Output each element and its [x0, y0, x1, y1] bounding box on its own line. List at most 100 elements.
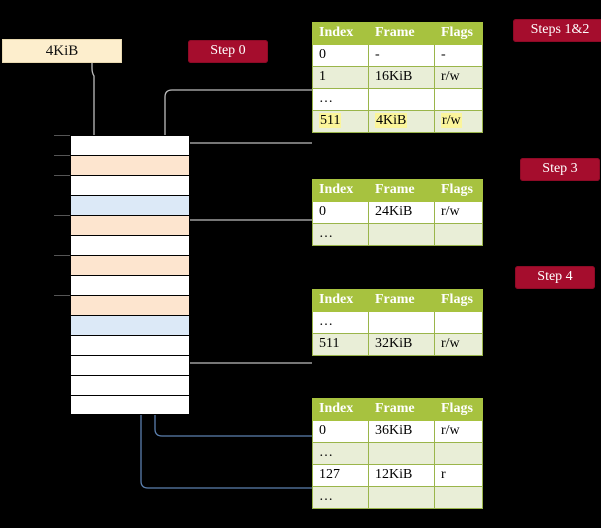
cell-flags	[434, 486, 483, 509]
memory-row-tick	[54, 175, 70, 176]
cell-frame	[368, 88, 435, 111]
cell-frame: 4KiB	[368, 110, 435, 133]
badge-step-0: Step 0	[188, 40, 268, 63]
cell-frame: 12KiB	[368, 464, 435, 487]
cell-index: …	[312, 88, 369, 111]
memory-frame-row	[70, 295, 190, 315]
cell-index: 0	[312, 201, 369, 224]
column-header-index: Index	[312, 398, 369, 421]
memory-frame-row	[70, 195, 190, 215]
memory-row-tick	[54, 215, 70, 216]
physical-memory-column	[54, 135, 190, 415]
cell-flags: r/w	[434, 333, 483, 356]
table-row[interactable]: 0--	[312, 44, 483, 67]
column-header-frame: Frame	[368, 22, 435, 45]
cell-frame	[368, 442, 435, 465]
cell-index: 0	[312, 420, 369, 443]
column-header-flags: Flags	[434, 22, 483, 45]
memory-frame-row	[70, 135, 190, 155]
table-row[interactable]: …	[312, 311, 483, 334]
cell-flags	[434, 88, 483, 111]
source-frame-label: 4KiB	[45, 42, 79, 59]
column-header-flags: Flags	[434, 289, 483, 312]
cell-index: …	[312, 442, 369, 465]
memory-frame-row	[70, 235, 190, 255]
wire-step4	[168, 310, 312, 364]
cell-frame: 24KiB	[368, 201, 435, 224]
table-row[interactable]: 511 4KiB r/w	[312, 110, 483, 133]
column-header-index: Index	[312, 22, 369, 45]
cell-frame	[368, 223, 435, 246]
column-header-flags: Flags	[434, 179, 483, 202]
wire-step3	[174, 219, 312, 276]
cell-flags: -	[434, 44, 483, 67]
cell-flags	[434, 223, 483, 246]
column-header-index: Index	[312, 289, 369, 312]
cell-frame: -	[368, 44, 435, 67]
memory-frame-row	[70, 275, 190, 295]
memory-row-tick	[54, 155, 70, 156]
table-row[interactable]: …	[312, 486, 483, 509]
memory-frame-row	[70, 255, 190, 275]
badge-step-3: Step 3	[520, 158, 600, 181]
memory-frame-row	[70, 215, 190, 235]
table-row[interactable]: …	[312, 223, 483, 246]
cell-flags: r/w	[434, 66, 483, 89]
memory-row-tick	[54, 295, 70, 296]
cell-flags: r/w	[434, 201, 483, 224]
cell-flags: r/w	[434, 420, 483, 443]
cell-flags: r	[434, 464, 483, 487]
cell-frame	[368, 486, 435, 509]
cell-index: …	[312, 486, 369, 509]
column-header-index: Index	[312, 179, 369, 202]
column-header-frame: Frame	[368, 179, 435, 202]
table-row[interactable]: …	[312, 442, 483, 465]
memory-frame-row	[70, 175, 190, 195]
cell-frame: 16KiB	[368, 66, 435, 89]
memory-frame-row	[70, 315, 190, 335]
cell-frame	[368, 311, 435, 334]
badge-steps-1-2: Steps 1&2	[513, 19, 601, 42]
cell-flags	[434, 311, 483, 334]
table-row[interactable]: …	[312, 88, 483, 111]
badge-step-4: Step 4	[515, 266, 595, 289]
column-header-frame: Frame	[368, 289, 435, 312]
cell-flags	[434, 442, 483, 465]
memory-row-tick	[54, 255, 70, 256]
highlighted-value: r/w	[441, 113, 462, 128]
cell-index: …	[312, 311, 369, 334]
highlighted-value: 511	[319, 113, 342, 128]
memory-frame-row	[70, 375, 190, 395]
memory-frame-row	[70, 355, 190, 375]
cell-index: …	[312, 223, 369, 246]
memory-frame-row	[70, 155, 190, 175]
cell-index: 127	[312, 464, 369, 487]
memory-frame-row	[70, 335, 190, 355]
cell-index: 511	[312, 110, 369, 133]
cell-index: 0	[312, 44, 369, 67]
cell-flags: r/w	[434, 110, 483, 133]
cell-index: 1	[312, 66, 369, 89]
column-header-flags: Flags	[434, 398, 483, 421]
highlighted-value: 4KiB	[375, 113, 408, 128]
memory-row-tick	[54, 135, 70, 136]
memory-frame-row	[70, 395, 190, 415]
source-frame-box: 4KiB	[2, 39, 122, 63]
column-header-frame: Frame	[368, 398, 435, 421]
cell-frame: 36KiB	[368, 420, 435, 443]
cell-frame: 32KiB	[368, 333, 435, 356]
